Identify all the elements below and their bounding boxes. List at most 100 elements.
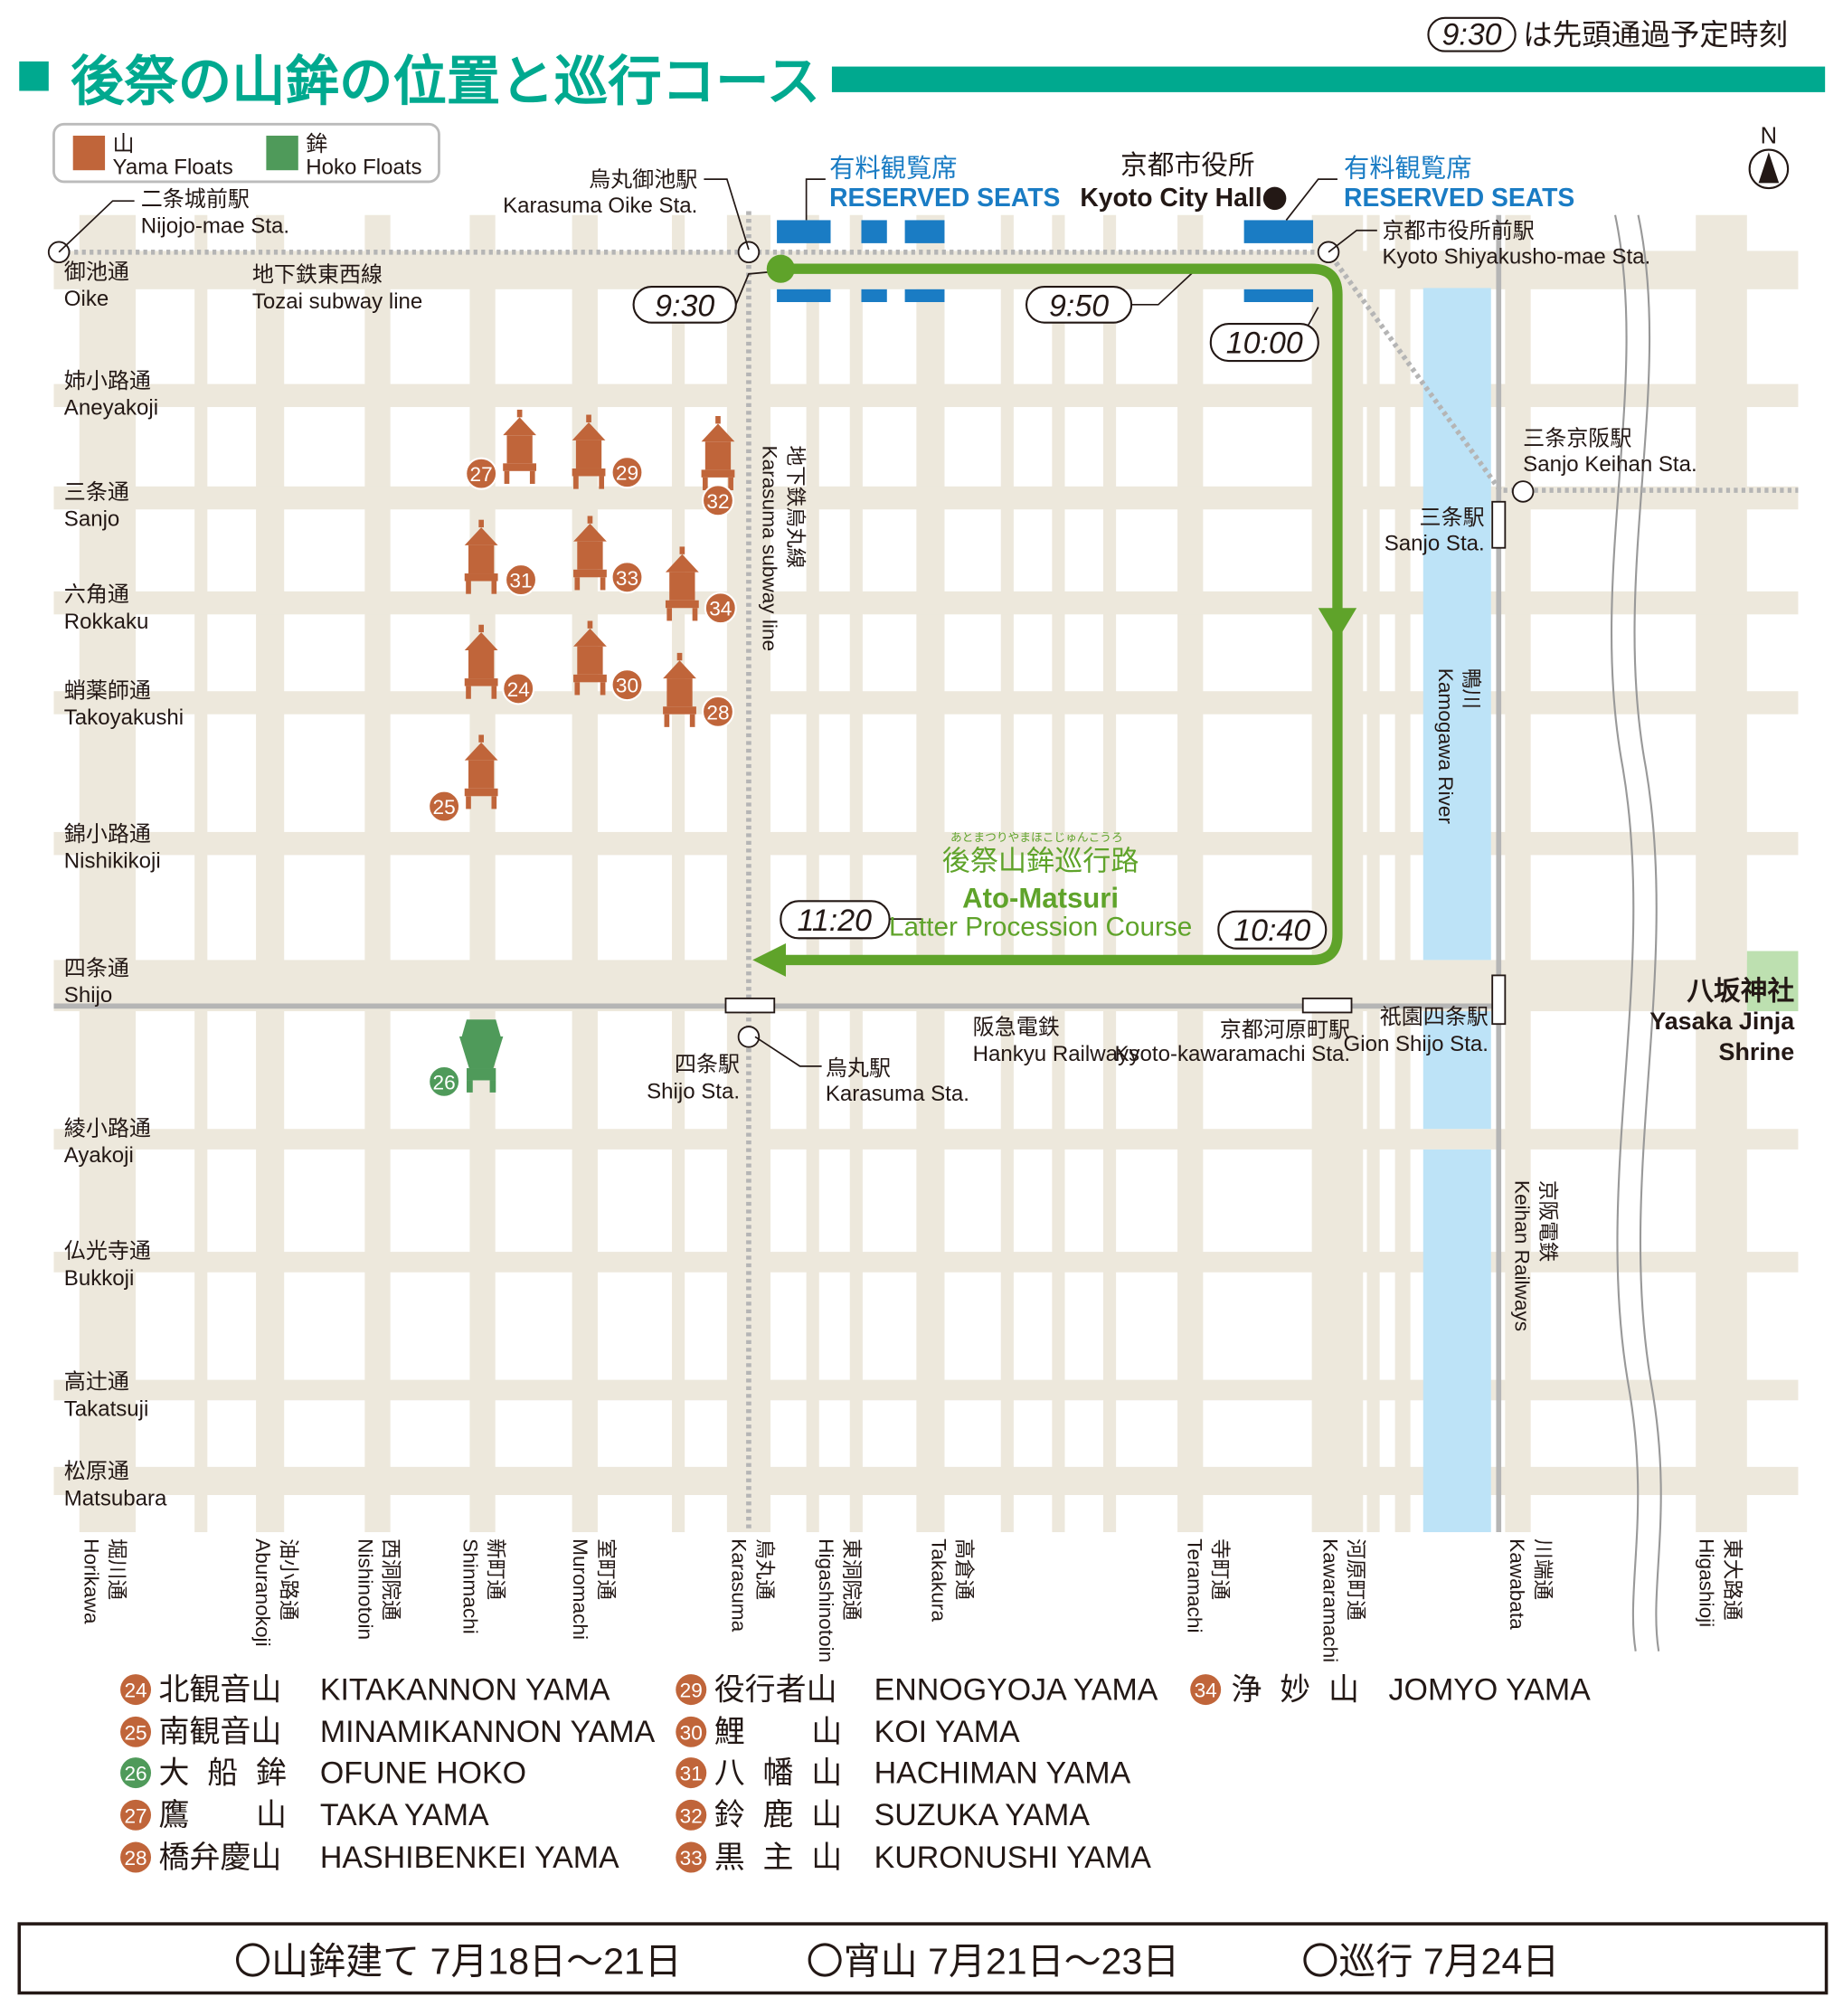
float-name-jp: 橋弁慶山: [159, 1841, 282, 1875]
street-vertical: [1052, 214, 1065, 1533]
float-number: 33: [616, 567, 638, 590]
street-vertical: [256, 214, 285, 1533]
street-vertical: [1177, 214, 1204, 1533]
float-number-badge: [676, 1799, 707, 1831]
float-marker-30[interactable]: 30: [573, 620, 644, 702]
yasaka-en1: Yasaka Jinja: [1649, 1008, 1795, 1035]
float-name-en: KURONUSHI YAMA: [874, 1841, 1152, 1875]
street-horizontal: [53, 960, 1799, 1012]
shiyakusho-jp: 京都市役所前駅: [1382, 219, 1534, 243]
street-label-en: Aneyakoji: [64, 396, 158, 421]
street-horizontal: [53, 1379, 1799, 1401]
float-number-badge: [676, 1757, 707, 1789]
street-horizontal: [53, 1252, 1799, 1273]
float-marker-29[interactable]: 29: [572, 414, 644, 489]
float-marker-26[interactable]: 26: [428, 1019, 504, 1098]
street-vertical: [1366, 214, 1380, 1533]
street-horizontal: [53, 1129, 1799, 1150]
float-number-badge: [676, 1841, 707, 1873]
yasaka-shrine-area: [1746, 951, 1799, 1012]
float-marker-32[interactable]: 32: [701, 415, 735, 517]
float-marker-25[interactable]: 25: [428, 734, 498, 823]
tozai-jp: 地下鉄東西線: [252, 262, 383, 287]
street-label-en: Rokkaku: [64, 610, 149, 634]
karasuma-jp: 烏丸駅: [826, 1056, 891, 1081]
float-number: 32: [706, 490, 729, 513]
city-hall-en: Kyoto City Hall: [1080, 183, 1262, 212]
street-vertical: [849, 214, 863, 1533]
float-marker-28[interactable]: 28: [663, 652, 735, 728]
street-label-en: Takatsuji: [64, 1396, 149, 1421]
legend-hoko-en: Hoko Floats: [306, 155, 421, 179]
float-number: 31: [509, 570, 532, 592]
kawaramachi-jp: 京都河原町駅: [1220, 1017, 1350, 1042]
float-number: 26: [124, 1763, 146, 1785]
street-label-en: Karasuma: [728, 1538, 751, 1633]
schedule-box: [17, 1922, 1829, 1995]
float-number-badge: [428, 790, 461, 823]
float-name-jp: 南観音山: [159, 1715, 282, 1749]
float-number: 32: [680, 1804, 703, 1827]
float-name-en: SUZUKA YAMA: [874, 1798, 1091, 1832]
float-number: 34: [709, 598, 732, 620]
seats-label-jp: 有料観覧席: [829, 153, 957, 182]
street-label-en: Kawaramachi: [1318, 1538, 1341, 1662]
float-number: 26: [433, 1071, 456, 1093]
street-horizontal: [53, 486, 1799, 510]
svg-text:9:50: 9:50: [1049, 289, 1109, 324]
float-name-en: ENNOGYOJA YAMA: [874, 1672, 1158, 1707]
schedule-yoiyama: 〇宵山 7月21日～23日: [807, 1940, 1180, 1982]
float-name-en: KITAKANNON YAMA: [320, 1672, 610, 1707]
float-number-badge: [701, 484, 735, 517]
float-markers: 24 25 26 27 28 29 30 31 32 33 34: [428, 409, 737, 1098]
title-bar: [831, 66, 1826, 92]
street-labels: 御池通Oike姉小路通Aneyakoji三条通Sanjo六角通Rokkaku蛸薬…: [64, 260, 1744, 1663]
station-sanjo-keihan-icon: [1511, 480, 1535, 503]
street-vertical: [194, 214, 208, 1533]
tozai-en: Tozai subway line: [252, 289, 422, 314]
street-vertical: [916, 214, 945, 1533]
float-marker-33[interactable]: 33: [573, 516, 644, 594]
float-number: 24: [124, 1680, 146, 1702]
float-number-badge: [120, 1674, 152, 1706]
street-label-jp: 高辻通: [64, 1370, 129, 1395]
north-arrow-icon: [1748, 148, 1790, 190]
street-label-en: Nishikikoji: [64, 849, 161, 874]
legend-hoko-jp: 鉾: [306, 132, 327, 156]
river-jp: 鴨川: [1460, 668, 1482, 709]
street-label-en: Higashioji: [1695, 1538, 1717, 1627]
nijojo-en: Nijojo-mae Sta.: [141, 214, 289, 239]
route-label-jp: 後祭山鉾巡行路: [942, 845, 1139, 876]
float-marker-24[interactable]: 24: [464, 624, 535, 705]
station-karasuma-icon: [724, 997, 776, 1014]
street-label-en: Ayakoji: [64, 1143, 134, 1168]
street-label-en: Shinmachi: [458, 1538, 481, 1634]
street-vertical: [469, 214, 496, 1533]
karasuma-en: Karasuma Sta.: [826, 1082, 969, 1106]
float-marker-34[interactable]: 34: [665, 546, 737, 625]
float-number-badge: [704, 592, 737, 625]
float-marker-31[interactable]: 31: [464, 519, 538, 597]
street-label-en: Sanjo: [64, 507, 120, 532]
title-square-icon: [19, 61, 49, 91]
street-label-en: Higashinotoin: [815, 1538, 837, 1662]
float-marker-27[interactable]: 27: [465, 409, 537, 490]
street-label-en: Oike: [64, 287, 109, 311]
street-label-en: Nishinotoin: [354, 1538, 376, 1640]
street-label-en: Horikawa: [80, 1538, 102, 1624]
shijo-jp: 四条駅: [675, 1053, 740, 1077]
float-number-badge: [1190, 1674, 1222, 1706]
street-label-en: Kawabata: [1506, 1538, 1528, 1630]
time-note-sample: 9:30: [1442, 18, 1502, 52]
map-legend: 山 Yama Floats 鉾 Hoko Floats: [52, 122, 440, 184]
float-name-en: OFUNE HOKO: [320, 1756, 526, 1790]
street-vertical: [1696, 214, 1747, 1533]
street-horizontal: [53, 831, 1799, 856]
float-name-jp: 黒主山: [714, 1841, 843, 1875]
kamogawa-river: [1422, 288, 1491, 1533]
procession-route: [752, 254, 1357, 977]
seats-label-en: RESERVED SEATS: [829, 183, 1060, 212]
legend-yama-en: Yama Floats: [113, 155, 233, 179]
